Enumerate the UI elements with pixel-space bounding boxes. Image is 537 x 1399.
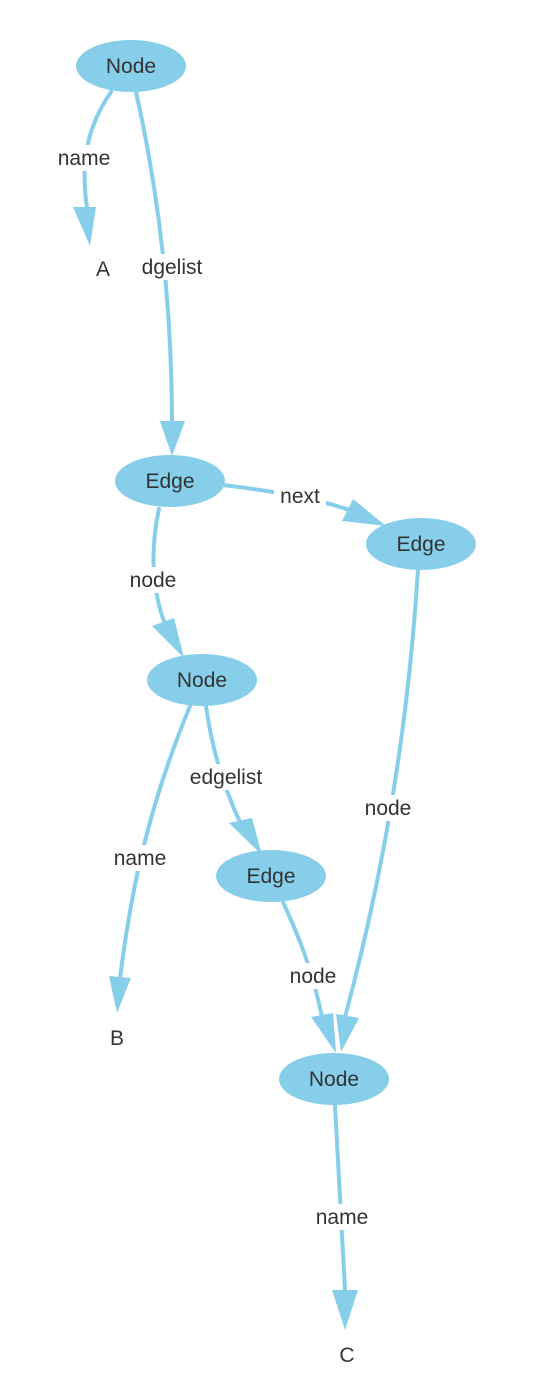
arrowhead-edge-right [342, 499, 386, 526]
edge-line-edge-node-node-right [343, 567, 420, 1019]
edge-label-node-lower: node [290, 965, 337, 988]
node-ellipse-top[interactable]: Node [76, 40, 186, 92]
arrowhead-edge-lower [229, 818, 262, 855]
edge-line-node-name-c [333, 1103, 347, 1292]
edge-label-name: name [58, 147, 111, 170]
edge-labels: name dgelist next node node edgelist nam… [52, 145, 418, 1230]
edge-label-edgelist: edgelist [190, 766, 263, 789]
node-label-bottom: Node [309, 1068, 359, 1091]
leaf-a: A [96, 258, 110, 281]
arrowhead-a [73, 207, 96, 246]
edge-line-edge-node-node-lower [281, 900, 324, 1019]
edge-line-node-name-b [118, 704, 192, 980]
node-label-middle: Node [177, 669, 227, 692]
edge-label: Edge [145, 470, 194, 493]
leaf-b: B [110, 1027, 124, 1050]
arrowhead-node-mid [152, 618, 184, 658]
graph-nodes: Node Edge Edge Node Edge Node [76, 40, 476, 1105]
arrowhead-node-bottom-right [336, 1014, 359, 1052]
arrowhead-b [109, 976, 131, 1013]
node-ellipse-bottom[interactable]: Node [279, 1053, 389, 1105]
node-ellipse-middle[interactable]: Node [147, 654, 257, 706]
leaf-values: A B C [96, 258, 355, 1367]
arrowhead-edge-top [160, 421, 185, 456]
edge-label-dgelist: dgelist [142, 256, 203, 279]
edge-label-name-b: name [114, 847, 167, 870]
arrowhead-node-bottom-left [311, 1013, 336, 1053]
edge-label-lower: Edge [246, 865, 295, 888]
edge-line-node-edgelist-edge [134, 90, 174, 427]
edge-label-node: node [130, 569, 177, 592]
edge-line-edge-node-node [151, 507, 167, 626]
edge-line-node-name-a [82, 90, 113, 210]
edge-label-node-right: node [365, 797, 412, 820]
node-label: Node [106, 55, 156, 78]
edge-label-name-c: name [316, 1206, 369, 1229]
edge-ellipse-right[interactable]: Edge [366, 518, 476, 570]
edge-ellipse-lower[interactable]: Edge [216, 850, 326, 902]
edge-label-next: next [280, 485, 320, 508]
arrowheads [73, 207, 386, 1330]
arrowhead-c [332, 1290, 358, 1330]
edge-label-right: Edge [396, 533, 445, 556]
edge-ellipse-upper[interactable]: Edge [115, 455, 225, 507]
leaf-c: C [339, 1344, 354, 1367]
